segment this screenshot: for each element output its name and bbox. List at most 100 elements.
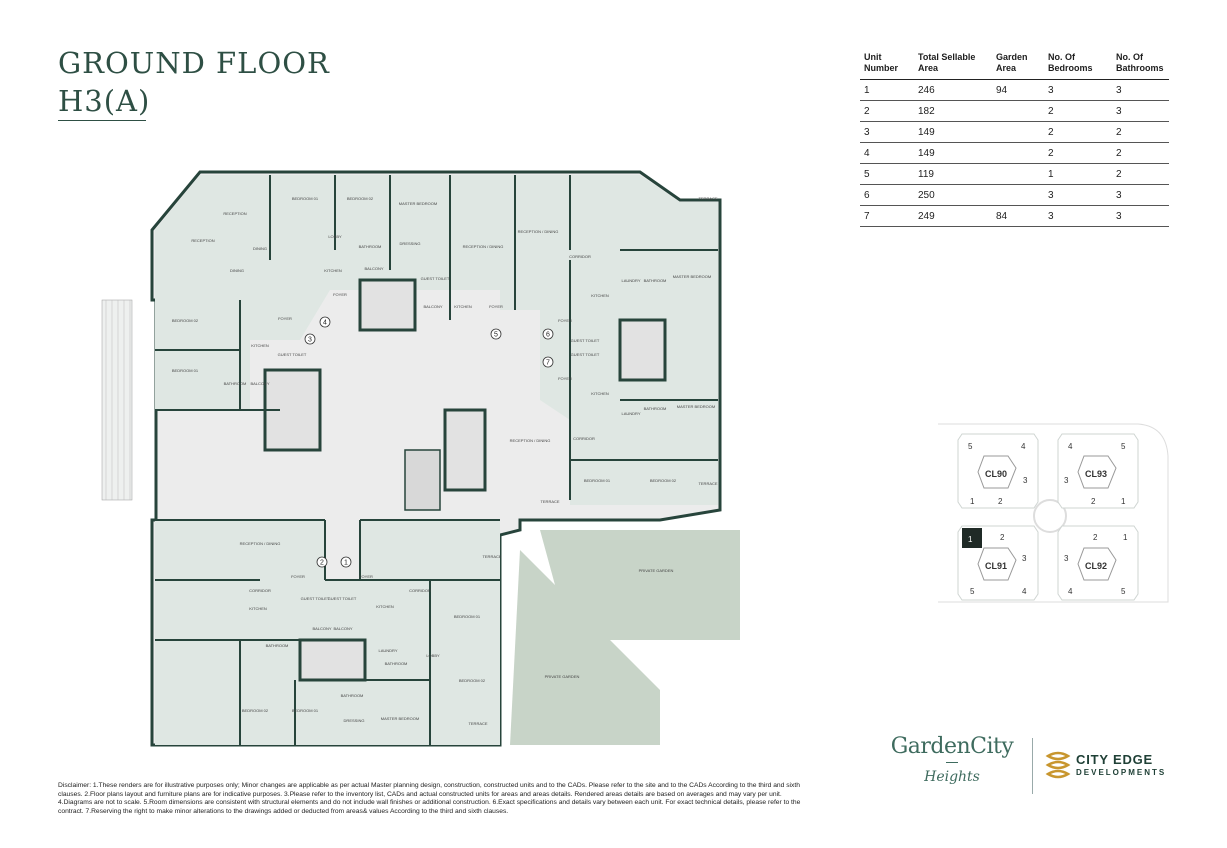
table-cell: 149 <box>914 142 992 164</box>
room-label: BATHROOM <box>644 406 667 411</box>
cluster-key-map: CL90 5 4 3 1 2 CL93 4 5 3 2 1 CL91 1 2 3… <box>938 423 1169 603</box>
city-edge-mark-icon <box>1045 751 1071 779</box>
cluster-unit: 2 <box>1000 533 1005 542</box>
brand-separator <box>1032 738 1033 794</box>
table-header: No. Of Bathrooms <box>1112 50 1169 80</box>
room-label: BALCONY <box>333 626 352 631</box>
room-label: KITCHEN <box>591 293 609 298</box>
room-label: MASTER BEDROOM <box>381 716 419 721</box>
table-cell <box>992 121 1044 143</box>
table-cell <box>992 142 1044 164</box>
table-cell: 2 <box>1112 163 1169 185</box>
room-label: TERRACE <box>698 481 717 486</box>
room-label: FOYER <box>359 574 373 579</box>
cluster-unit: 3 <box>1023 476 1028 485</box>
unit-2-area <box>155 520 360 745</box>
room-label: BEDROOM 01 <box>292 196 319 201</box>
room-label: GUEST TOILET <box>328 596 357 601</box>
title-line-2: H3(A) <box>58 84 151 118</box>
private-garden-lower <box>510 550 660 745</box>
table-cell: 2 <box>1112 121 1169 143</box>
table-header-row: Unit Number Total Sellable Area Garden A… <box>860 50 1169 80</box>
title-underline <box>58 120 146 121</box>
room-label: PRIVATE GARDEN <box>639 568 674 573</box>
cluster-unit: 2 <box>1093 533 1098 542</box>
room-label: BATHROOM <box>266 643 289 648</box>
svg-text:2: 2 <box>320 560 324 567</box>
room-label: BALCONY <box>250 381 269 386</box>
lift-core-center <box>443 408 487 492</box>
cluster-cl90: CL90 5 4 3 1 2 <box>957 433 1039 509</box>
cluster-unit: 4 <box>1021 442 1026 451</box>
gardencity-heights-logo: GardenCity Heights <box>888 734 1016 785</box>
cluster-unit: 4 <box>1068 442 1073 451</box>
table-cell: 6 <box>860 184 914 206</box>
room-label: BEDROOM 01 <box>584 478 611 483</box>
unit-marker-7: 7 <box>542 356 554 368</box>
room-label: BEDROOM 02 <box>347 196 374 201</box>
table-cell: 2 <box>1044 100 1112 122</box>
room-label: DINING <box>230 268 244 273</box>
room-label: TERRACE <box>482 554 501 559</box>
table-cell: 3 <box>1112 79 1169 101</box>
table-cell <box>992 100 1044 122</box>
gardencity-sub: Heights <box>924 769 980 785</box>
room-label: CORRIDOR <box>573 436 595 441</box>
room-label: FOYER <box>291 574 305 579</box>
table-cell: 3 <box>1044 79 1112 101</box>
table-cell: 4 <box>860 142 914 164</box>
svg-text:7: 7 <box>546 360 550 367</box>
table-cell: 1 <box>860 79 914 101</box>
gardencity-name: GardenCity <box>890 734 1014 759</box>
table-cell: 2 <box>1044 121 1112 143</box>
room-label: BEDROOM 02 <box>650 478 677 483</box>
room-label: BEDROOM 02 <box>459 678 486 683</box>
logo-divider <box>946 762 958 763</box>
room-label: RECEPTION / DINING <box>240 541 281 546</box>
cluster-unit: 5 <box>970 587 975 596</box>
room-label: BATHROOM <box>359 244 382 249</box>
unit-3-4-area <box>155 175 430 410</box>
room-label: TERRACE <box>540 499 559 504</box>
balcony-railing <box>101 299 133 501</box>
cluster-unit: 5 <box>968 442 973 451</box>
table-cell: 1 <box>1044 163 1112 185</box>
table-cell: 3 <box>1112 184 1169 206</box>
room-label: FOYER <box>489 304 503 309</box>
table-header: Total Sellable Area <box>914 50 992 80</box>
room-label: BATHROOM <box>385 661 408 666</box>
room-label: DINING <box>253 246 267 251</box>
room-label: MASTER BEDROOM <box>677 404 715 409</box>
cluster-unit: 4 <box>1022 587 1027 596</box>
stair-core <box>404 449 441 511</box>
svg-text:6: 6 <box>546 332 550 339</box>
table-cell: 3 <box>1044 184 1112 206</box>
cluster-unit: 1 <box>970 497 975 506</box>
unit-marker-2: 2 <box>316 556 328 568</box>
unit-marker-6: 6 <box>542 328 554 340</box>
unit-marker-1: 1 <box>340 556 352 568</box>
table-cell: 3 <box>1044 205 1112 227</box>
room-label: TERRACE <box>468 721 487 726</box>
highlighted-unit <box>962 528 982 548</box>
table-cell: 119 <box>914 163 992 185</box>
table-header: Garden Area <box>992 50 1044 80</box>
table-header: No. Of Bedrooms <box>1044 50 1112 80</box>
table-cell: 182 <box>914 100 992 122</box>
room-label: LAUNDRY <box>621 411 640 416</box>
room-label: LOBBY <box>426 653 440 658</box>
cluster-unit: 3 <box>1064 476 1069 485</box>
room-label: BATHROOM <box>644 278 667 283</box>
unit-marker-3: 3 <box>304 333 316 345</box>
room-label: CORRIDOR <box>249 588 271 593</box>
cluster-cl92: CL92 2 1 3 4 5 <box>1057 525 1139 601</box>
city-edge-logo: CITY EDGE DEVELOPMENTS <box>1044 748 1172 784</box>
cluster-unit: 2 <box>998 497 1003 506</box>
room-label: GUEST TOILET <box>571 352 600 357</box>
svg-text:4: 4 <box>323 320 327 327</box>
